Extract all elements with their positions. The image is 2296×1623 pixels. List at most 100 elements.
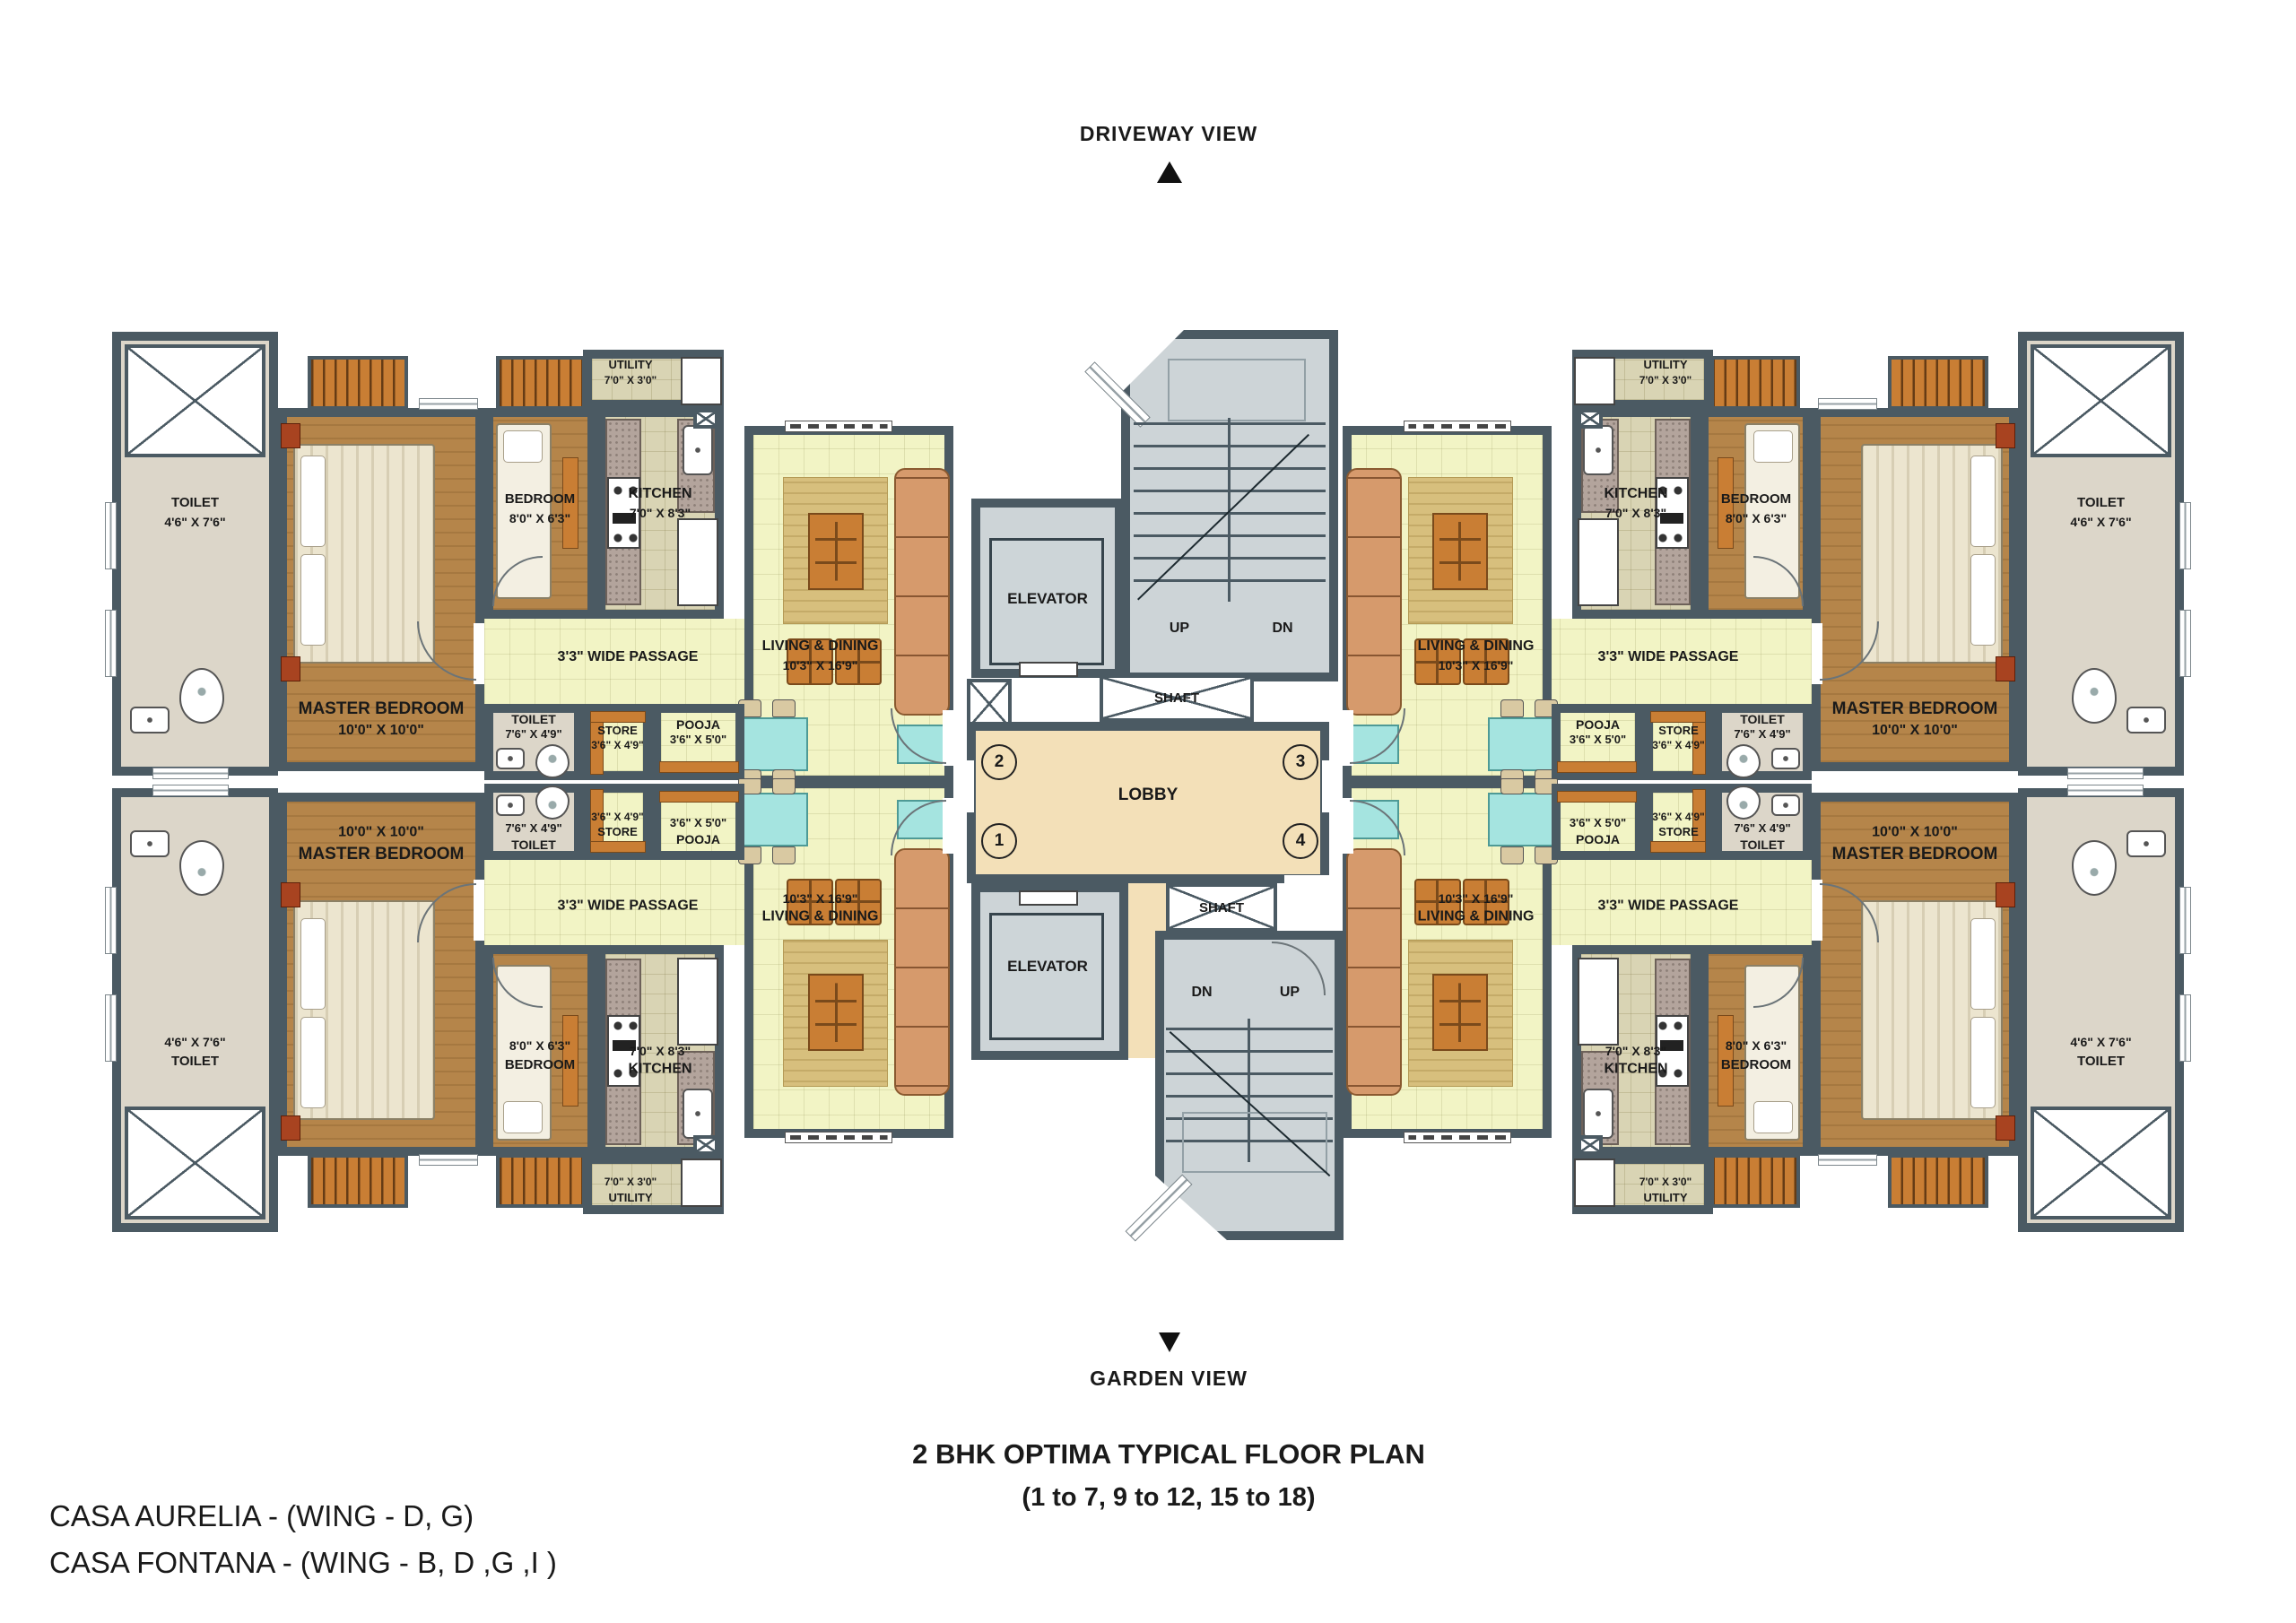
stair-divider [1228, 418, 1231, 602]
room-dims: 7'6" X 4'9" [1734, 727, 1791, 741]
chair-icon [1500, 846, 1524, 864]
window [152, 785, 229, 796]
room-label: TOILET [2076, 1053, 2126, 1069]
room-dims: 8'0" X 6'3" [509, 1037, 571, 1053]
room-label: STORE [1658, 825, 1699, 839]
room-dims: 8'0" X 6'3" [509, 511, 571, 525]
stairs-up-label: UP [1279, 985, 1300, 1000]
nightstand-icon [281, 656, 300, 681]
room-dims: 7'0" X 8'3" [629, 1043, 691, 1058]
unit-number-badge: 4 [1283, 823, 1318, 859]
refrigerator-icon [1578, 958, 1619, 1046]
room-label: UTILITY [608, 358, 653, 371]
room-label: STORE [597, 724, 638, 737]
window [2179, 994, 2191, 1062]
study-table-icon [562, 457, 578, 549]
passage-label: 3'3" WIDE PASSAGE [557, 649, 699, 664]
window [785, 1132, 892, 1143]
room-label: TOILET [2076, 495, 2126, 510]
pillow-icon [300, 456, 326, 547]
pillow-icon [300, 1017, 326, 1108]
washbasin-icon [496, 748, 525, 769]
room-label: TOILET [1740, 712, 1785, 726]
pillow-icon [1970, 456, 1996, 547]
pillow-icon [1970, 918, 1996, 1010]
passage-label: 3'3" WIDE PASSAGE [1597, 649, 1739, 664]
chair-icon [772, 778, 796, 794]
pillow-icon [1970, 1017, 1996, 1108]
pillow-icon [300, 554, 326, 646]
window [105, 887, 117, 954]
store-shelf-icon [1650, 711, 1706, 723]
kitchen-sink-icon [683, 425, 713, 475]
room-dims: 3'6" X 4'9" [1652, 739, 1705, 751]
room-dims: 7'6" X 4'9" [1734, 821, 1791, 836]
window [105, 502, 117, 569]
stove-icon [607, 477, 640, 549]
pooja-shelf-icon [1557, 761, 1637, 773]
room-dims: 3'6" X 4'9" [1652, 811, 1705, 824]
stairs-dn-label: DN [1191, 985, 1213, 1000]
duct-shaft-box [125, 344, 265, 457]
unit-bottom-left: TOILET 4'6" X 7'6" MASTER BEDROOM 10'0" … [67, 778, 969, 1241]
room-label: LIVING & DINING [1417, 908, 1535, 924]
pillow-icon [1970, 554, 1996, 646]
room-dims: 7'0" X 3'0" [604, 374, 657, 386]
nightstand-icon [281, 423, 300, 448]
project-line: CASA AURELIA - (WING - D, G) [49, 1499, 474, 1532]
window [1818, 398, 1877, 410]
project-line: CASA FONTANA - (WING - B, D ,G ,I ) [49, 1546, 557, 1579]
unit-number-badge: 2 [981, 744, 1017, 780]
passage-label: 3'3" WIDE PASSAGE [1597, 898, 1739, 914]
window [105, 610, 117, 677]
sofa-icon [894, 468, 950, 716]
room-dims: 7'0" X 3'0" [604, 1176, 657, 1189]
window [1404, 1132, 1511, 1143]
driveway-view-label: DRIVEWAY VIEW [1079, 122, 1258, 145]
room-label: LIVING & DINING [761, 908, 879, 924]
room-label: KITCHEN [1604, 1061, 1668, 1077]
room-label: LIVING & DINING [1417, 638, 1535, 654]
refrigerator-icon [677, 518, 718, 606]
room-label: BEDROOM [504, 1056, 576, 1072]
room-dims: 7'0" X 8'3" [629, 506, 691, 520]
room-dims: 10'3" X 16'9" [782, 658, 858, 673]
room-label: POOJA [675, 831, 720, 846]
room-dims: 10'0" X 10'0" [338, 723, 424, 738]
washing-machine-icon [1574, 1159, 1615, 1207]
room-dims: 3'6" X 5'0" [669, 733, 727, 746]
nightstand-icon [1996, 882, 2015, 907]
elevator-door [1019, 890, 1078, 906]
room-label: MASTER BEDROOM [298, 699, 465, 718]
pillow-icon [1753, 430, 1793, 463]
window [419, 1154, 478, 1166]
washing-machine-icon [681, 1159, 722, 1207]
room-dims: 8'0" X 6'3" [1725, 511, 1787, 525]
unit-number-badge: 3 [1283, 744, 1318, 780]
pillow-icon [300, 918, 326, 1010]
store-shelf-icon [590, 711, 646, 723]
window [2179, 610, 2191, 677]
wardrobe-icon [308, 356, 408, 410]
wardrobe-icon [308, 1154, 408, 1208]
room-dims: 7'0" X 8'3" [1605, 506, 1667, 520]
plan-title: 2 BHK OPTIMA TYPICAL FLOOR PLAN [912, 1438, 1425, 1470]
room-dims: 10'0" X 10'0" [338, 824, 424, 840]
room-label: UTILITY [1643, 358, 1688, 371]
washbasin-icon [130, 830, 170, 857]
window [1125, 1174, 1193, 1242]
room-dims: 10'0" X 10'0" [1872, 824, 1958, 840]
room-dims: 7'0" X 8'3" [1605, 1043, 1667, 1058]
duct-shaft-box [967, 679, 1012, 729]
kitchen-sink-icon [1583, 425, 1613, 475]
washing-machine-icon [681, 357, 722, 405]
room-dims: 3'6" X 5'0" [1569, 816, 1627, 830]
window [152, 768, 229, 779]
room-label: TOILET [170, 495, 220, 510]
elevator-cab [989, 538, 1104, 665]
room-dims: 8'0" X 6'3" [1725, 1037, 1787, 1053]
window [785, 421, 892, 432]
room-label: BEDROOM [504, 491, 576, 507]
room-dims: 3'6" X 4'9" [591, 739, 644, 751]
pillow-icon [1753, 1101, 1793, 1133]
